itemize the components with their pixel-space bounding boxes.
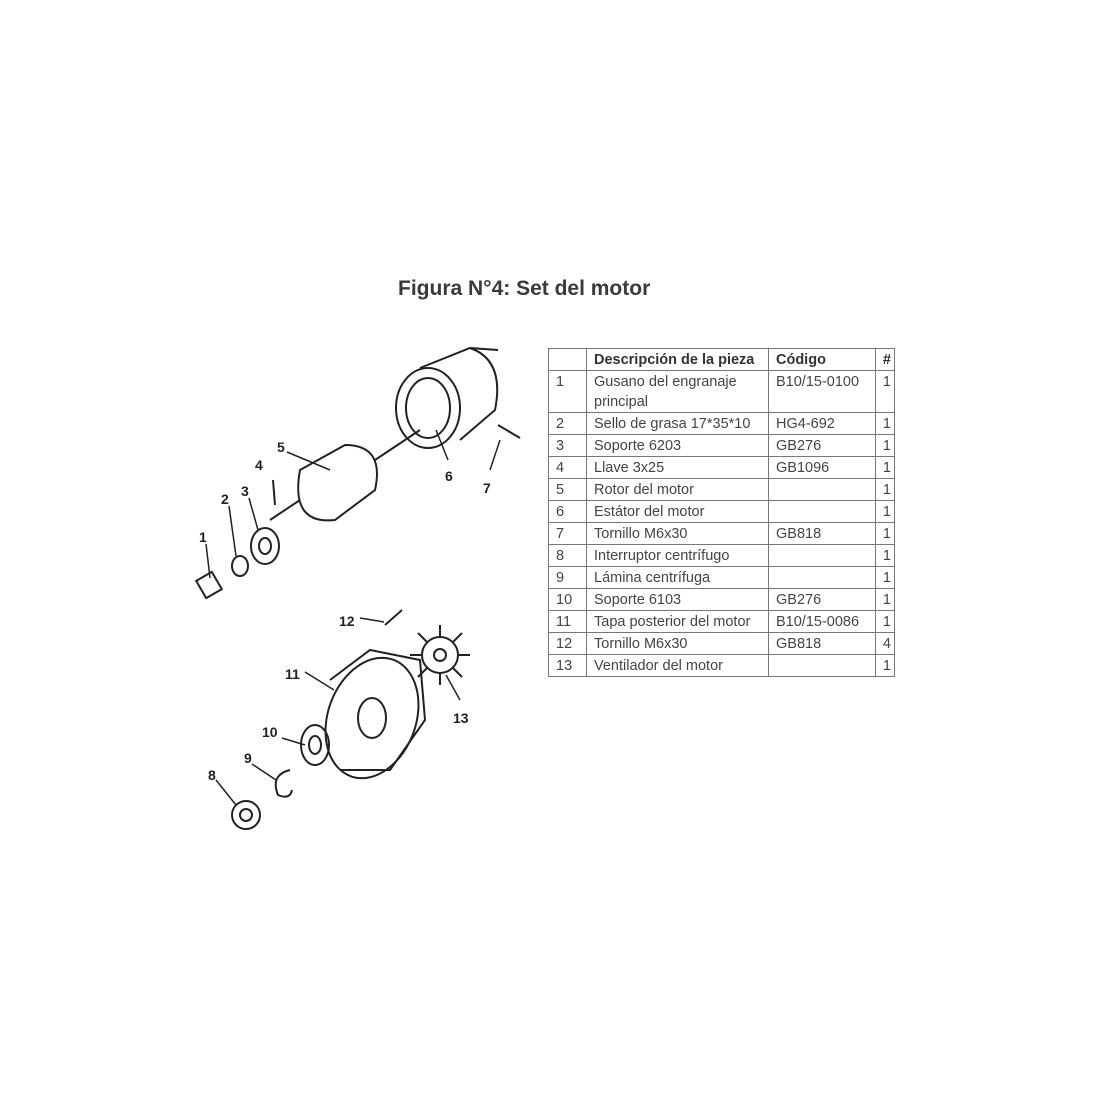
cell-description: Tapa posterior del motor [586,610,769,633]
cell-code: B10/15-0086 [768,610,876,633]
fan-drawing [410,625,470,685]
cell-index: 5 [548,478,587,501]
cell-index: 8 [548,544,587,567]
cell-code: HG4-692 [768,412,876,435]
cell-code [768,544,876,567]
diagram-label-8: 8 [208,767,216,783]
cell-quantity: 1 [875,566,895,589]
cell-code: B10/15-0100 [768,370,876,413]
cell-quantity: 1 [875,434,895,457]
table-header-row: Descripción de la pieza Código # [548,348,895,371]
cell-description: Gusano del engranaje principal [586,370,769,413]
cell-quantity: 1 [875,412,895,435]
cell-quantity: 1 [875,610,895,633]
figure-title: Figura N°4: Set del motor [398,277,651,300]
cell-index: 11 [548,610,587,633]
diagram-label-10: 10 [262,724,278,740]
cell-quantity: 1 [875,456,895,479]
cell-quantity: 1 [875,544,895,567]
diagram-label-7: 7 [483,480,491,496]
cell-code: GB818 [768,632,876,655]
diagram-label-1: 1 [199,529,207,545]
rear-cover-drawing [324,648,427,780]
diagram-label-3: 3 [241,483,249,499]
cell-description: Soporte 6203 [586,434,769,457]
diagram-label-2: 2 [221,491,229,507]
cell-description: Llave 3x25 [586,456,769,479]
cell-index: 1 [548,370,587,413]
stator-drawing [395,346,499,449]
cell-quantity: 1 [875,478,895,501]
cell-description: Tornillo M6x30 [586,522,769,545]
diagram-label-12: 12 [339,613,355,629]
cell-quantity: 1 [875,370,895,413]
diagram-label-9: 9 [244,750,252,766]
diagram-label-11: 11 [285,666,300,682]
cell-code [768,500,876,523]
small-parts-bottom [231,609,403,830]
cell-description: Ventilador del motor [586,654,769,677]
cell-code [768,654,876,677]
cell-index: 3 [548,434,587,457]
cell-code: GB276 [768,588,876,611]
header-index [548,348,587,371]
diagram-label-13: 13 [453,710,469,726]
cell-description: Estátor del motor [586,500,769,523]
cell-index: 4 [548,456,587,479]
cell-description: Interruptor centrífugo [586,544,769,567]
cell-description: Tornillo M6x30 [586,632,769,655]
small-parts-top [194,424,521,600]
diagram-label-6: 6 [445,468,453,484]
cell-quantity: 1 [875,522,895,545]
cell-code: GB276 [768,434,876,457]
cell-code: GB818 [768,522,876,545]
cell-quantity: 1 [875,654,895,677]
header-code: Código [768,348,876,371]
cell-code [768,566,876,589]
cell-index: 7 [548,522,587,545]
cell-description: Soporte 6103 [586,588,769,611]
cell-quantity: 4 [875,632,895,655]
cell-description: Rotor del motor [586,478,769,501]
cell-quantity: 1 [875,588,895,611]
leader-lines [205,429,501,806]
cell-description: Lámina centrífuga [586,566,769,589]
cell-code: GB1096 [768,456,876,479]
cell-index: 10 [548,588,587,611]
cell-index: 9 [548,566,587,589]
cell-index: 6 [548,500,587,523]
cell-description: Sello de grasa 17*35*10 [586,412,769,435]
cell-quantity: 1 [875,500,895,523]
cell-index: 2 [548,412,587,435]
header-quantity: # [875,348,895,371]
diagram-label-5: 5 [277,439,285,455]
cell-index: 13 [548,654,587,677]
cell-index: 12 [548,632,587,655]
diagram-label-4: 4 [255,457,263,473]
header-description: Descripción de la pieza [586,348,769,371]
rotor-drawing [269,429,421,522]
cell-code [768,478,876,501]
